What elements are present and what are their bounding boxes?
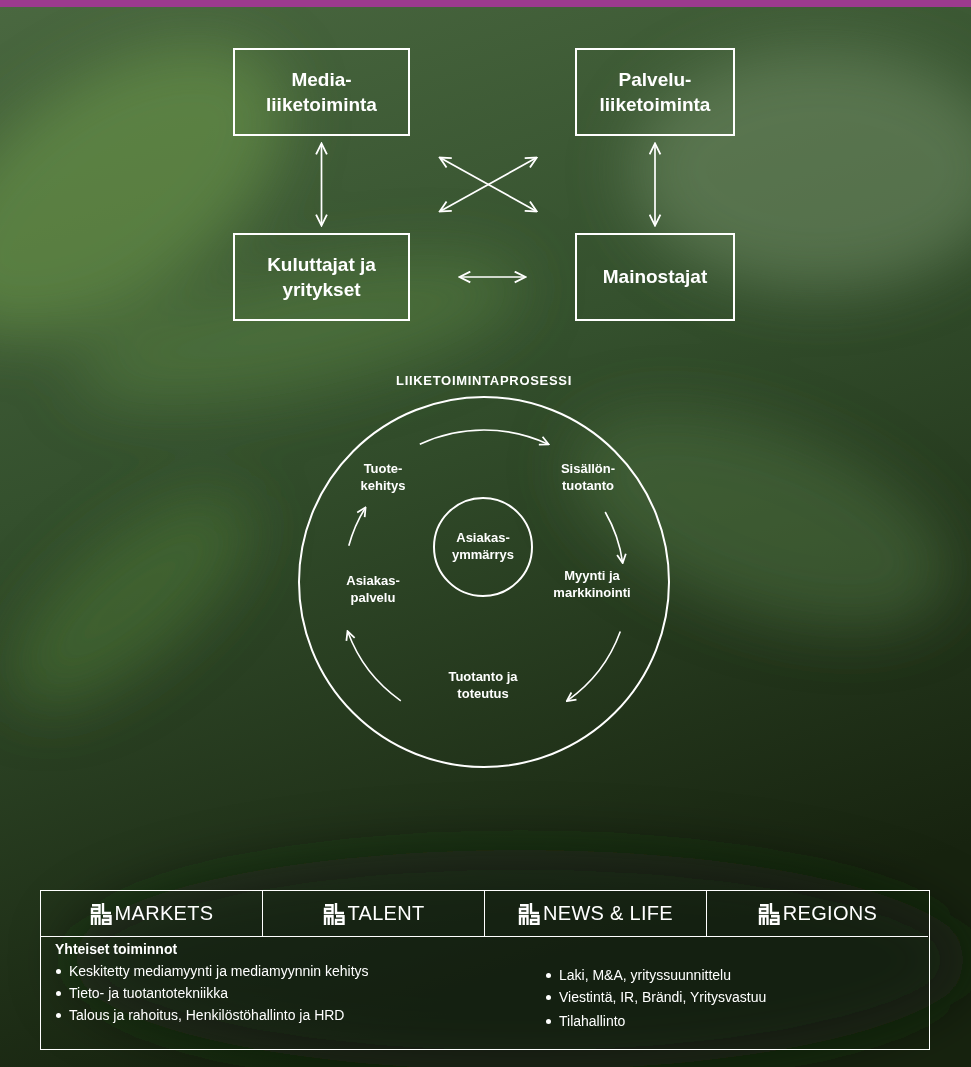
box-label: Kuluttajat ja yritykset [243,252,400,302]
functions-panel: Yhteiset toiminnotKeskitetty mediamyynti… [40,890,930,1050]
logo-stroke [531,916,539,924]
circle-stroke [299,397,669,767]
function-item: Keskitetty mediamyynti ja mediamyynnin k… [69,962,369,980]
logo-stroke [103,916,111,924]
function-item: Laki, M&A, yrityssuunnittelu [559,966,731,984]
business-box: Mainostajat [575,233,735,321]
cycle-arrow [349,508,366,546]
section-heading: LIIKETOIMINTAPROSESSI [298,373,670,388]
bullet-dot [56,1013,61,1018]
cycle-arrow [420,430,548,444]
cycle-arrow [567,632,620,701]
logo-stroke [531,903,539,913]
relation-arrow [654,144,656,225]
alma-logo [518,903,540,925]
unit-name: NEWS & LIFE [543,902,673,925]
leaf-highlight [63,223,538,436]
unit-name: MARKETS [115,902,214,925]
relation-arrow [440,158,536,211]
unit-cell: REGIONS [707,891,928,937]
function-item: Tilahallinto [559,1012,625,1030]
logo-stroke [771,916,779,924]
relation-arrow [460,276,525,278]
logo-stroke [336,916,344,924]
step-label: Tuote- kehitys [348,461,418,495]
logo-stroke [771,903,779,913]
step-label: Myynti ja markkinointi [544,568,640,602]
unit-cell: TALENT [263,891,485,937]
box-label: Media- liiketoiminta [243,67,400,117]
function-item: Viestintä, IR, Brändi, Yritysvastuu [559,988,766,1006]
leaf-highlight [541,367,971,673]
logo-stroke [520,905,528,913]
step-label: Tuotanto ja toteutus [437,669,529,703]
leaf-highlight [0,458,283,743]
alma-logo [323,903,345,925]
unit-cell: MARKETS [41,891,263,937]
logo-stroke [92,905,100,913]
business-box: Media- liiketoiminta [233,48,410,136]
logo-stroke [336,903,344,913]
panel-heading: Yhteiset toiminnot [55,940,177,958]
relation-arrow [440,158,536,211]
core-label: Asiakas- ymmärrys [443,530,523,564]
cycle-arrow [348,632,401,701]
relation-arrow [321,144,323,225]
unit-name: TALENT [348,902,425,925]
logo-stroke [520,916,528,925]
box-label: Mainostajat [585,264,725,289]
logo-stroke [760,916,768,925]
core-circle: Asiakas- ymmärrys [433,497,533,597]
unit-name: REGIONS [783,902,877,925]
logo-stroke [92,916,100,925]
alma-logo [758,903,780,925]
box-label: Palvelu- liiketoiminta [585,67,725,117]
top-bar [0,0,971,7]
alma-logo [90,903,112,925]
logo-stroke [760,905,768,913]
circle-stroke [434,498,532,596]
unit-cell: NEWS & LIFE [485,891,707,937]
bullet-dot [56,991,61,996]
function-item: Tieto- ja tuotantotekniikka [69,984,228,1002]
bullet-dot [56,969,61,974]
business-box: Kuluttajat ja yritykset [233,233,410,321]
logo-stroke [103,903,111,913]
step-label: Sisällön- tuotanto [549,461,627,495]
bullet-dot [546,1019,551,1024]
leaf-shadow [70,850,970,1067]
function-item: Talous ja rahoitus, Henkilöstöhallinto j… [69,1006,344,1024]
logo-stroke [325,916,333,925]
bullet-dot [546,995,551,1000]
cycle-arrow [605,512,622,563]
logo-stroke [325,905,333,913]
step-label: Asiakas- palvelu [337,573,409,607]
bullet-dot [546,973,551,978]
business-box: Palvelu- liiketoiminta [575,48,735,136]
process-circle: LIIKETOIMINTAPROSESSITuote- kehitysSisäl… [298,396,670,768]
